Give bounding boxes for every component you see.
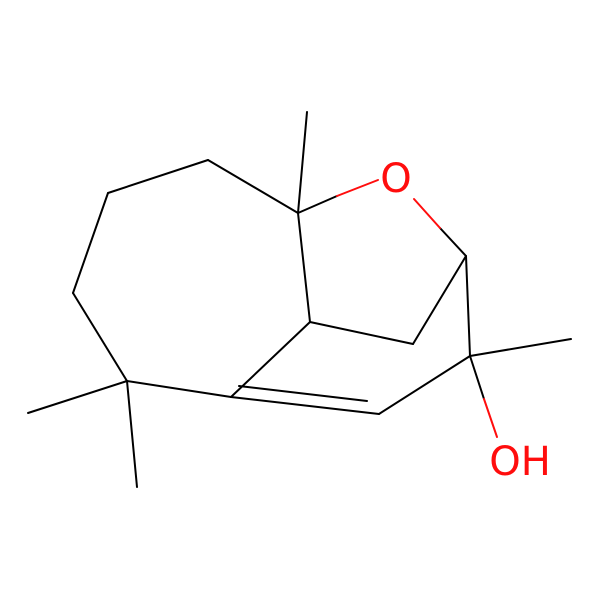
bond-c-oh-b: [483, 398, 498, 438]
oxygen-bonds: [297, 179, 498, 438]
carbon-bonds: [27, 111, 572, 488]
bond-double-inner: [238, 385, 368, 402]
bond-methyl-top: [297, 111, 308, 214]
bond-bridge-3: [465, 255, 471, 357]
bond-c-o-ether-a: [297, 195, 338, 214]
bond-ring-3: [72, 192, 109, 294]
bond-ring-1: [207, 159, 299, 214]
bond-ring-7: [297, 212, 311, 323]
bond-alkene-side: [378, 355, 471, 415]
bond-methyl-right: [469, 338, 572, 357]
bond-ring-4: [72, 292, 128, 382]
bond-ring-2: [107, 159, 209, 194]
bond-c-o-ether-b: [336, 179, 379, 197]
bond-double-outer: [230, 396, 380, 415]
bond-bridge-2: [412, 255, 467, 345]
bond-c-o-ether-c: [439, 227, 467, 257]
bond-c-oh-a: [469, 355, 485, 400]
bond-bridge-1: [309, 321, 414, 345]
bond-ring-5: [126, 380, 232, 398]
oxygen-atom-ether: O: [380, 156, 411, 202]
bond-ring-6: [230, 321, 311, 398]
bond-gem-methyl-2: [126, 380, 138, 488]
bond-gem-methyl-1: [27, 380, 128, 414]
hydroxyl-group-label: OH: [489, 439, 551, 485]
bond-c-o-ether-d: [413, 198, 441, 229]
